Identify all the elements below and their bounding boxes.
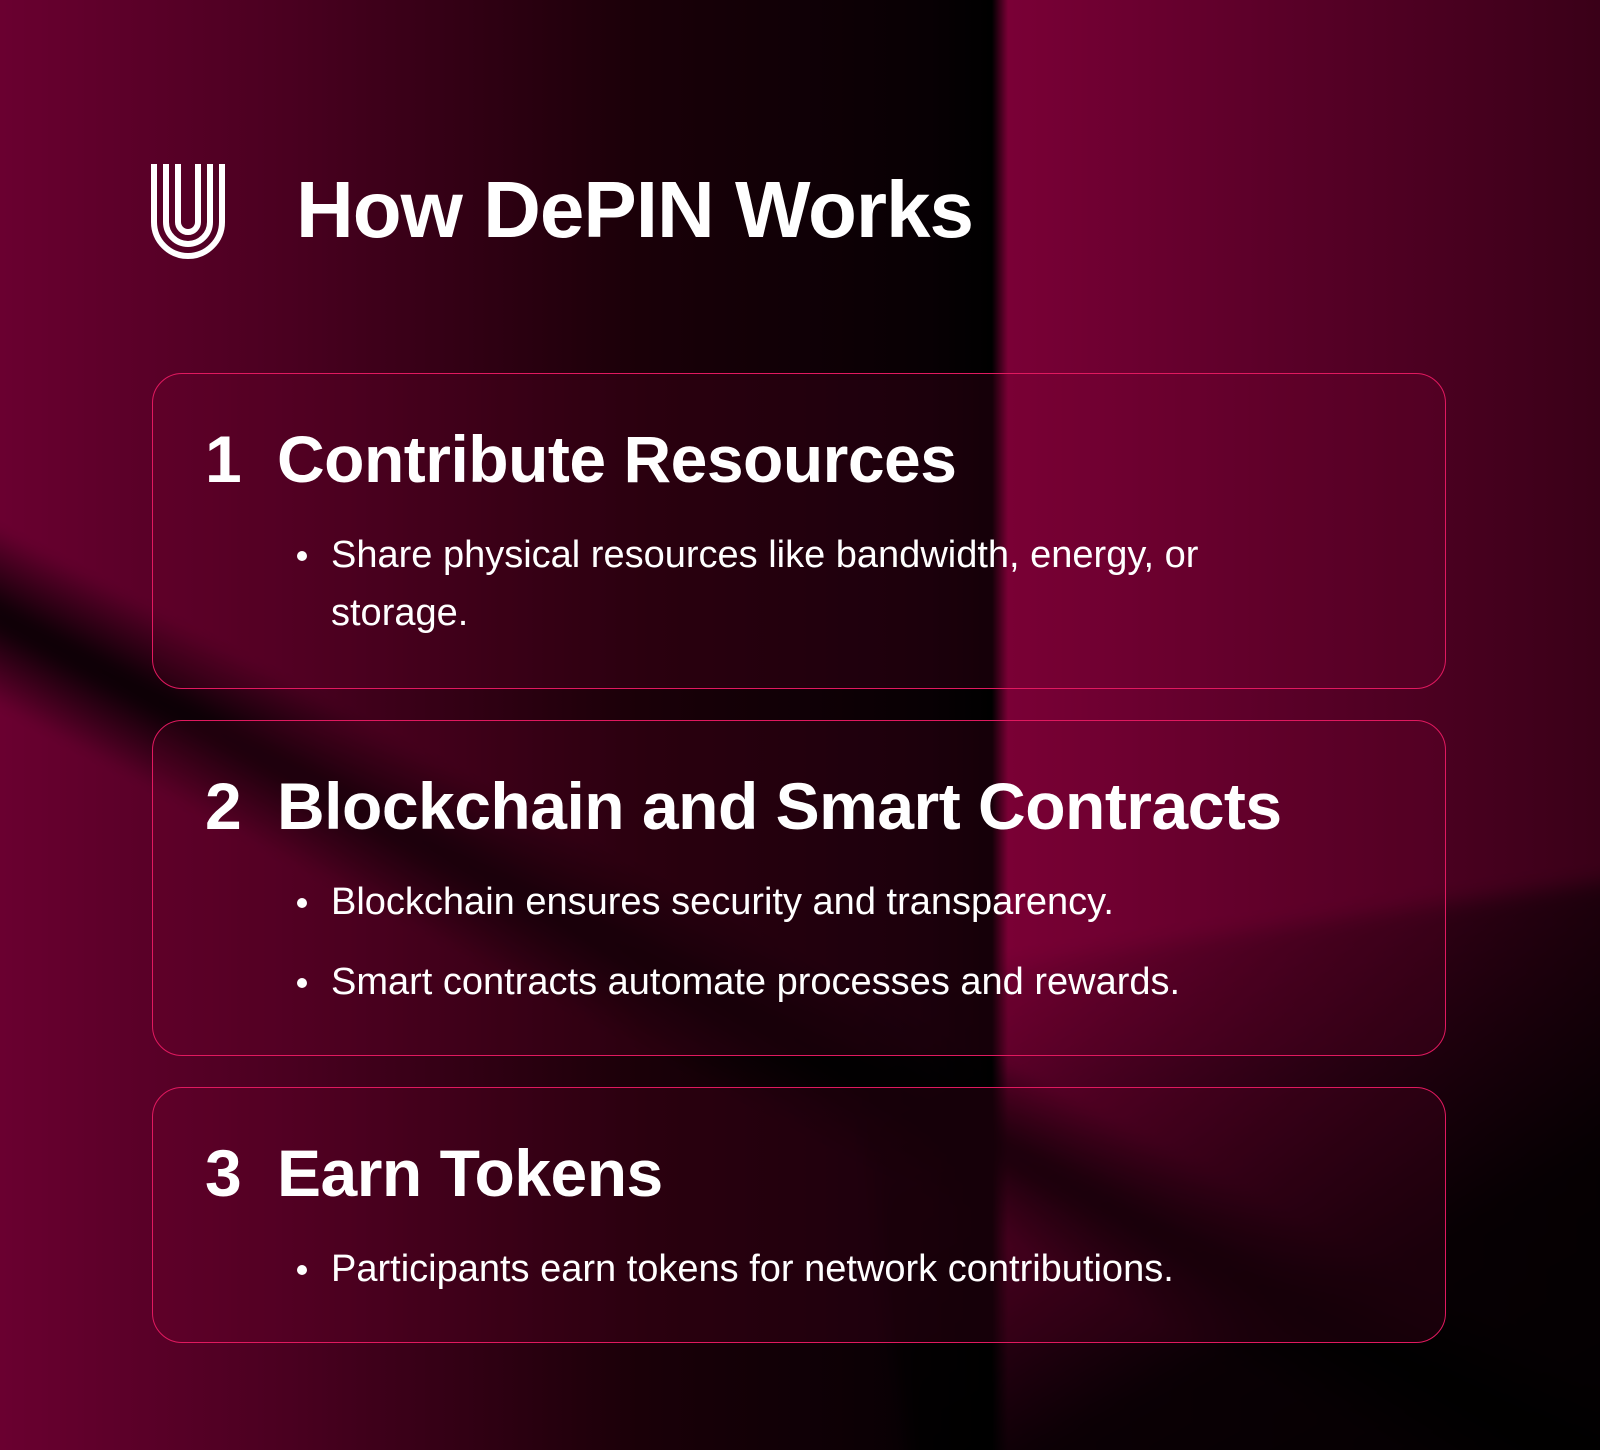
- step-card-3: 3 Earn Tokens Participants earn tokens f…: [152, 1087, 1446, 1343]
- step-bullets: Blockchain ensures security and transpar…: [293, 873, 1293, 1033]
- step-number: 1: [205, 422, 242, 496]
- step-heading: 2 Blockchain and Smart Contracts: [205, 773, 1282, 839]
- step-title: Earn Tokens: [277, 1136, 663, 1210]
- step-title: Contribute Resources: [277, 422, 957, 496]
- step-heading: 1 Contribute Resources: [205, 422, 957, 496]
- bullet-dot-icon: [297, 1265, 307, 1275]
- bullet-text: Blockchain ensures security and transpar…: [331, 881, 1114, 923]
- bullet-item: Smart contracts automate processes and r…: [293, 953, 1293, 1011]
- bullet-text: Participants earn tokens for network con…: [331, 1248, 1174, 1290]
- bullet-text: Smart contracts automate processes and r…: [331, 961, 1181, 1003]
- header: How DePIN Works: [150, 160, 974, 260]
- step-number: 2: [205, 769, 242, 843]
- bullet-text: Share physical resources like bandwidth,…: [331, 534, 1199, 634]
- step-heading: 3 Earn Tokens: [205, 1140, 663, 1206]
- step-number: 3: [205, 1136, 242, 1210]
- step-bullets: Share physical resources like bandwidth,…: [293, 526, 1273, 664]
- bullet-item: Share physical resources like bandwidth,…: [293, 526, 1273, 642]
- bullet-item: Participants earn tokens for network con…: [293, 1240, 1293, 1298]
- page-title: How DePIN Works: [296, 165, 974, 254]
- step-title: Blockchain and Smart Contracts: [277, 769, 1282, 843]
- bullet-item: Blockchain ensures security and transpar…: [293, 873, 1293, 931]
- step-card-1: 1 Contribute Resources Share physical re…: [152, 373, 1446, 689]
- bullet-dot-icon: [297, 551, 307, 561]
- bullet-dot-icon: [297, 898, 307, 908]
- step-bullets: Participants earn tokens for network con…: [293, 1240, 1293, 1320]
- u-logo-icon: [151, 164, 225, 259]
- bullet-dot-icon: [297, 978, 307, 988]
- step-card-2: 2 Blockchain and Smart Contracts Blockch…: [152, 720, 1446, 1056]
